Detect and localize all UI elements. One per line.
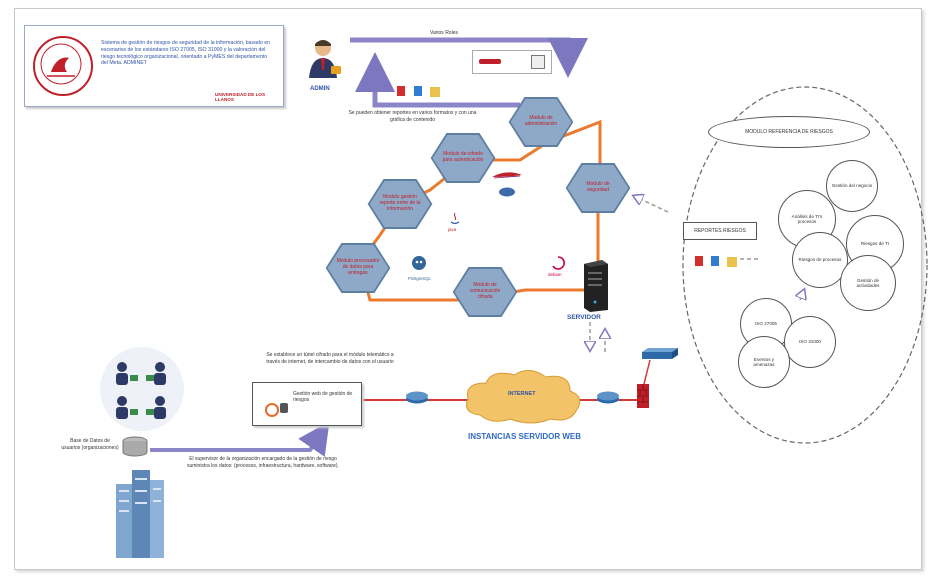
info-box: Sistema de gestión de riesgos de segurid… (24, 25, 284, 107)
module-label: Modulo gestión reporte entre de la infor… (379, 194, 421, 212)
university-seal-icon (33, 36, 93, 96)
router-icon-right (596, 390, 620, 404)
users-group-icon (98, 345, 186, 433)
admin-label: ADMIN (310, 86, 330, 92)
university-label: UNIVERSIDAD DE LOS LLANOS (215, 92, 266, 102)
module-label: Modulo de comunicación cifrada (469, 282, 501, 300)
lock-icon (280, 403, 288, 413)
folder-icon-2 (727, 257, 737, 267)
internet-label: INTERNET (508, 391, 536, 397)
dashed-arrow-cloud-to-module (634, 196, 669, 213)
db-label: Base de Datos de usuarios (organizacione… (61, 438, 119, 451)
supervisor-caption: El supervisor de la organización encarga… (186, 456, 339, 469)
risk-circle-4: Riesgos de procesos (792, 232, 848, 288)
tech-logos-box (472, 50, 552, 74)
buildings-icon (112, 466, 168, 560)
risk-circle-8: Eventos y amenazas (738, 336, 790, 388)
client-box: Gestión web de gestión de riesgos (252, 382, 362, 426)
database-icon (122, 436, 148, 458)
switch-icon (640, 346, 680, 360)
module-hex-3: Modulo de seguridad (565, 163, 631, 213)
tunnel-caption: Se establece un túnel cifrado para el mó… (266, 352, 394, 365)
risk-cloud-outline (682, 86, 928, 444)
web-instances-label: INSTANCIAS SERVIDOR WEB (468, 432, 582, 441)
pdf-file-icon-2 (695, 256, 703, 266)
postgres-label: PostgreSQL (408, 276, 431, 281)
router-icon-left (405, 390, 429, 404)
module-hex-2: Modulo de cifrado para autenticación (430, 133, 496, 183)
module-label: Modulo de administración (524, 115, 558, 127)
supervisor-arrow (150, 421, 330, 457)
java-logo-icon (448, 212, 462, 226)
module-hex-4: Modulo gestión reporte entre de la infor… (367, 179, 433, 229)
java-label: java (448, 227, 457, 232)
sun-logo-icon (479, 59, 501, 64)
top-arrow-label: Varios Roles (430, 30, 458, 36)
system-to-admin-arrow (355, 52, 520, 108)
risk-circle-7: ISO 31000 (784, 316, 836, 368)
internet-cloud-icon (458, 365, 588, 427)
risk-circle-1: Gestión del negocio (826, 160, 878, 212)
client-box-text: Gestión web de gestión de riesgos (293, 391, 353, 403)
browser-icon (265, 403, 279, 417)
server-logo-icon (531, 55, 545, 69)
debian-logo-icon (550, 255, 566, 271)
module-hex-1: Modulo de administración (508, 97, 574, 147)
module-hex-6: Modulo procesador de datos para entregas (325, 243, 391, 293)
admin-to-system-arrow (350, 37, 588, 78)
reports-box-label: REPORTES RIESGOS (694, 228, 746, 234)
risk-circle-5: Gestión de actividades (840, 255, 896, 311)
dashed-arrow-iso (800, 290, 804, 300)
risk-cloud-title: MODULO REFERENCIA DE RIESGOS (745, 129, 833, 135)
folder-icon (430, 87, 440, 97)
module-label: Modulo de seguridad (586, 181, 610, 193)
reports-box: REPORTES RIESGOS (683, 222, 757, 240)
reports-caption: Se pueden obtener reportes en varios for… (348, 110, 477, 123)
module-label: Modulo de cifrado para autenticación (442, 151, 484, 163)
chart-file-icon-2 (711, 256, 719, 266)
info-box-text: Sistema de gestión de riesgos de segurid… (101, 40, 270, 67)
firewall-icon (636, 382, 650, 410)
module-label: Modulo procesador de datos para entregas (336, 258, 380, 276)
risk-cloud-title-box: MODULO REFERENCIA DE RIESGOS (708, 116, 870, 148)
postgres-logo-icon (410, 255, 428, 273)
module-hex-7: Modulo de comunicación cifrada (452, 267, 518, 317)
feather-logo-icon (492, 168, 522, 179)
debian-label: debian (548, 272, 562, 277)
pdf-file-icon (397, 86, 405, 96)
mysql-logo-icon (498, 185, 516, 197)
admin-user-icon (305, 36, 345, 86)
server-label: SERVIDOR (567, 314, 601, 321)
server-icon (580, 258, 610, 312)
chart-file-icon (414, 86, 422, 96)
